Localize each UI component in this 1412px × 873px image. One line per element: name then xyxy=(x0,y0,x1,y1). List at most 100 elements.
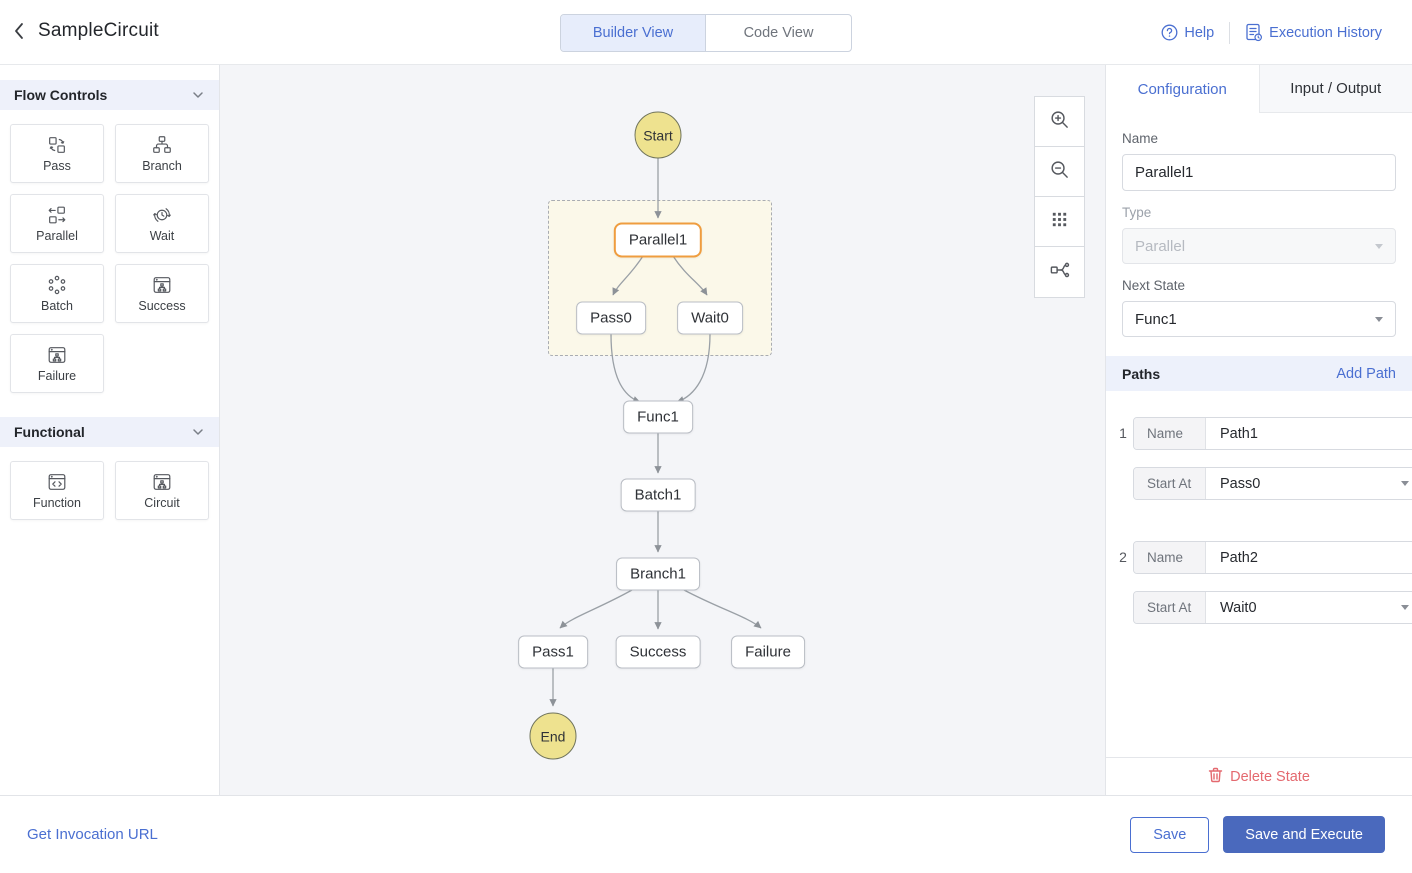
path1-name-group: Name xyxy=(1133,417,1412,450)
function-icon xyxy=(46,471,68,493)
path-row-1: 1 Name Start At Pass0 xyxy=(1113,417,1412,500)
next-state-label: Next State xyxy=(1122,278,1186,293)
node-batch1[interactable]: Batch1 xyxy=(620,478,696,512)
flow-controls-grid: Pass Branch Parallel xyxy=(0,110,219,401)
chevron-left-icon xyxy=(13,22,25,40)
palette-item-branch[interactable]: Branch xyxy=(115,124,209,183)
panel-tabs: Configuration Input / Output xyxy=(1106,65,1412,113)
config-form: Name Type Parallel Next State Func1 xyxy=(1106,113,1412,337)
path2-start-select[interactable]: Wait0 xyxy=(1206,592,1412,623)
tab-input-output[interactable]: Input / Output xyxy=(1258,65,1412,113)
tab-configuration[interactable]: Configuration xyxy=(1106,65,1259,113)
path1-start-group: Start At Pass0 xyxy=(1133,467,1412,500)
node-func1[interactable]: Func1 xyxy=(623,400,693,434)
grid-icon xyxy=(1049,209,1070,235)
chevron-down-icon xyxy=(1401,481,1409,486)
chevron-down-icon xyxy=(1375,243,1383,249)
section-title: Functional xyxy=(14,424,85,440)
chevron-down-icon xyxy=(191,425,205,439)
path-row-2: 2 Name Start At Wait0 xyxy=(1113,541,1412,624)
node-pass1[interactable]: Pass1 xyxy=(518,635,588,669)
chevron-down-icon xyxy=(191,88,205,102)
tab-code-view[interactable]: Code View xyxy=(743,25,814,41)
type-label: Type xyxy=(1122,205,1152,220)
type-select: Parallel xyxy=(1122,228,1396,264)
next-state-value: Func1 xyxy=(1135,310,1177,328)
paths-body: 1 Name Start At Pass0 xyxy=(1106,391,1412,624)
flow-canvas[interactable]: Start Parallel1 Pass0 Wait0 Func1 Batch1… xyxy=(220,65,1105,795)
node-wait0[interactable]: Wait0 xyxy=(677,301,743,335)
chevron-down-icon xyxy=(1375,316,1383,322)
section-header-functional[interactable]: Functional xyxy=(0,417,219,447)
section-title: Flow Controls xyxy=(14,87,108,103)
pass-icon xyxy=(46,134,68,156)
toggle-grid-button[interactable] xyxy=(1035,197,1084,247)
paths-header: Paths Add Path xyxy=(1106,356,1412,391)
back-button[interactable] xyxy=(8,18,30,44)
palette-item-circuit[interactable]: Circuit xyxy=(115,461,209,520)
footer-bar: Get Invocation URL Save Save and Execute xyxy=(0,795,1412,873)
path-name-label: Name xyxy=(1134,418,1206,449)
zoom-in-icon xyxy=(1049,109,1070,135)
zoom-in-button[interactable] xyxy=(1035,97,1084,147)
page-title: SampleCircuit xyxy=(38,20,159,41)
section-header-flow-controls[interactable]: Flow Controls xyxy=(0,80,219,110)
path-index: 1 xyxy=(1119,425,1127,441)
palette-item-label: Branch xyxy=(142,159,182,173)
header-divider xyxy=(1229,21,1231,44)
palette-item-function[interactable]: Function xyxy=(10,461,104,520)
config-panel: Configuration Input / Output Name Type P… xyxy=(1105,65,1412,795)
node-pass0[interactable]: Pass0 xyxy=(576,301,646,335)
path-index: 2 xyxy=(1119,549,1127,565)
flow-edges xyxy=(549,158,762,707)
circuit-icon xyxy=(151,471,173,493)
palette-item-parallel[interactable]: Parallel xyxy=(10,194,104,253)
branch-icon xyxy=(151,134,173,156)
auto-layout-icon xyxy=(1049,259,1070,285)
failure-icon xyxy=(46,344,68,366)
zoom-out-button[interactable] xyxy=(1035,147,1084,197)
save-and-execute-button[interactable]: Save and Execute xyxy=(1223,816,1385,853)
save-button[interactable]: Save xyxy=(1130,816,1210,853)
node-parallel1[interactable]: Parallel1 xyxy=(613,222,703,258)
execution-history-link[interactable]: Execution History xyxy=(1245,23,1382,42)
path2-name-input[interactable] xyxy=(1206,542,1412,573)
delete-state-button[interactable]: Delete State xyxy=(1106,757,1412,795)
palette-item-label: Circuit xyxy=(144,496,180,510)
palette-item-success[interactable]: Success xyxy=(115,264,209,323)
success-icon xyxy=(151,274,173,296)
node-end[interactable]: End xyxy=(529,712,577,760)
auto-layout-button[interactable] xyxy=(1035,247,1084,297)
name-input[interactable] xyxy=(1122,154,1396,191)
tab-builder-view[interactable]: Builder View xyxy=(561,15,706,51)
node-failure[interactable]: Failure xyxy=(731,635,805,669)
view-toggle: Builder View Code View xyxy=(560,14,852,52)
name-label: Name xyxy=(1122,131,1159,146)
palette-item-label: Function xyxy=(33,496,81,510)
execution-history-label: Execution History xyxy=(1269,24,1382,41)
path2-start-group: Start At Wait0 xyxy=(1133,591,1412,624)
next-state-select[interactable]: Func1 xyxy=(1122,301,1396,337)
help-label: Help xyxy=(1184,24,1215,41)
add-path-button[interactable]: Add Path xyxy=(1336,365,1396,382)
get-invocation-url-link[interactable]: Get Invocation URL xyxy=(27,826,158,843)
node-success[interactable]: Success xyxy=(615,635,701,669)
help-link[interactable]: Help xyxy=(1161,24,1214,41)
path1-start-select[interactable]: Pass0 xyxy=(1206,468,1412,499)
palette-item-failure[interactable]: Failure xyxy=(10,334,104,393)
canvas-toolbar xyxy=(1034,96,1085,298)
path1-name-input[interactable] xyxy=(1206,418,1412,449)
node-start[interactable]: Start xyxy=(634,111,682,159)
palette-sidebar: Flow Controls Pass Branch xyxy=(0,65,220,795)
palette-item-pass[interactable]: Pass xyxy=(10,124,104,183)
node-branch1[interactable]: Branch1 xyxy=(616,557,700,591)
wait-icon xyxy=(151,204,173,226)
palette-item-wait[interactable]: Wait xyxy=(115,194,209,253)
palette-item-label: Batch xyxy=(41,299,73,313)
history-document-icon xyxy=(1245,23,1263,42)
functional-grid: Function Circuit xyxy=(0,447,219,528)
palette-item-label: Failure xyxy=(37,369,77,383)
question-circle-icon xyxy=(1161,24,1178,41)
palette-item-batch[interactable]: Batch xyxy=(10,264,104,323)
